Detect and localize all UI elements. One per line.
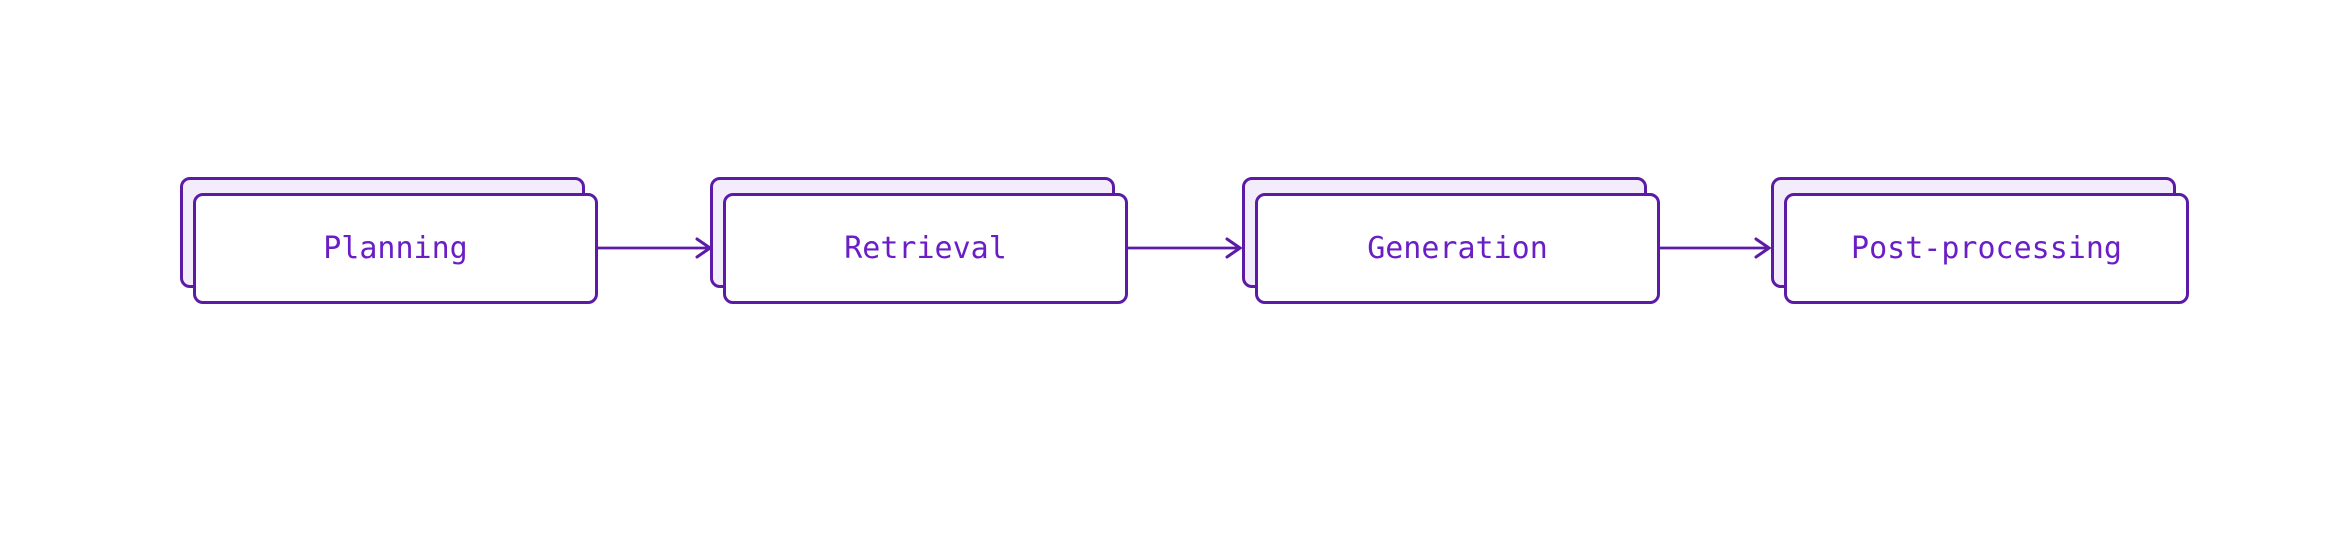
arrow-right-icon <box>1660 237 1771 259</box>
edge-arrow-generation-to-postprocessing <box>1660 230 1771 266</box>
node-planning: Planning <box>180 177 599 304</box>
node-post-processing: Post-processing <box>1771 177 2190 304</box>
node-post-processing-label: Post-processing <box>1851 231 2122 266</box>
arrow-right-icon <box>598 237 712 259</box>
edge-arrow-planning-to-retrieval <box>598 230 712 266</box>
node-retrieval-label: Retrieval <box>844 231 1007 266</box>
node-generation: Generation <box>1242 177 1661 304</box>
node-retrieval: Retrieval <box>710 177 1129 304</box>
edge-arrow-retrieval-to-generation <box>1128 230 1242 266</box>
node-post-processing-front-layer: Post-processing <box>1784 193 2189 304</box>
node-generation-label: Generation <box>1367 231 1548 266</box>
arrow-right-icon <box>1128 237 1242 259</box>
node-generation-front-layer: Generation <box>1255 193 1660 304</box>
node-planning-front-layer: Planning <box>193 193 598 304</box>
node-planning-label: Planning <box>323 231 468 266</box>
node-retrieval-front-layer: Retrieval <box>723 193 1128 304</box>
